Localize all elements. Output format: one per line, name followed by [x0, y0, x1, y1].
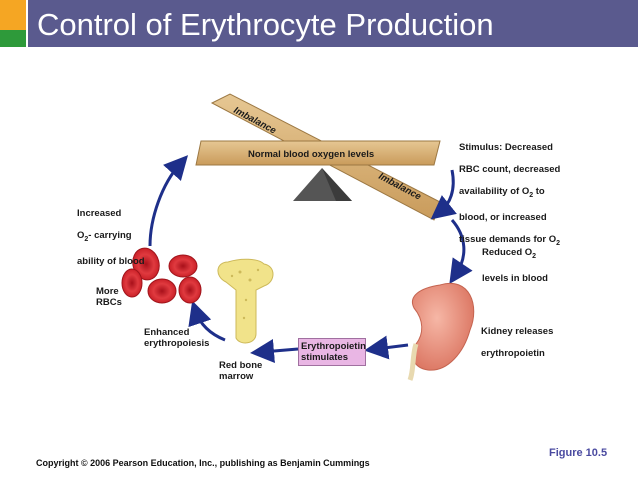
arrow-marrow-to-rbcs-icon — [188, 300, 226, 342]
bone-icon — [217, 258, 274, 344]
erythropoietin-stimulates-label: Erythropoietin stimulates — [301, 341, 366, 363]
accent-divider — [26, 0, 28, 47]
stimulus-line-5: tissue demands for O — [459, 233, 557, 245]
stimulus-line-4: blood, or increased — [459, 211, 547, 223]
kidney-line-1: Kidney releases — [481, 326, 554, 337]
kidney-line-2: erythropoietin — [481, 348, 545, 359]
more-rbcs-label: More RBCs — [96, 286, 122, 308]
increased-line-3: ability of blood — [77, 255, 145, 267]
erythropoietin-stimulates-box — [298, 338, 366, 366]
stimulus-line-5-sub: 2 — [556, 239, 561, 247]
kidney-label: Kidney releases erythropoietin — [481, 315, 553, 359]
copyright-text: Copyright © 2006 Pearson Education, Inc.… — [36, 458, 370, 468]
reduced-line-2: levels in blood — [482, 272, 548, 284]
accent-orange-block — [0, 0, 26, 30]
reduced-o2-label: Reduced O2 levels in blood — [482, 236, 548, 284]
title-bar — [0, 0, 638, 47]
increased-line-1: Increased — [77, 208, 122, 219]
increased-line-2: O — [77, 230, 85, 241]
increased-line-2-post: - carrying — [88, 230, 132, 241]
increased-o2-label: Increased O2- carrying ability of blood — [77, 197, 145, 267]
arrow-stimulus-icon — [430, 169, 457, 220]
stimulus-line-3-post: to — [533, 186, 545, 197]
accent-green-block — [0, 30, 26, 47]
stimulus-line-3-sub: 2 — [529, 191, 534, 199]
red-bone-marrow-label: Red bone marrow — [219, 360, 263, 382]
arrow-rbcs-to-beam-icon — [148, 155, 189, 247]
enhanced-erythropoiesis-label: Enhanced erythropoiesis — [144, 327, 210, 349]
kidney-icon — [407, 282, 475, 381]
increased-line-2-sub: 2 — [84, 235, 89, 243]
arrow-epo-to-marrow-icon — [250, 339, 299, 363]
seesaw-fulcrum-icon — [293, 168, 352, 201]
reduced-line-1-sub: 2 — [532, 252, 537, 260]
beam-label: Normal blood oxygen levels — [248, 149, 374, 160]
arrow-reduced-o2-icon — [449, 219, 473, 284]
red-blood-cells-icon — [121, 247, 202, 304]
arrow-kidney-to-epo-icon — [364, 335, 409, 360]
reduced-line-1: Reduced O — [482, 247, 533, 258]
stimulus-line-1: Stimulus: Decreased — [459, 142, 553, 153]
figure-number: Figure 10.5 — [549, 447, 608, 459]
stimulus-label: Stimulus: Decreased RBC count, decreased… — [459, 131, 560, 249]
cycle-arrows — [148, 155, 473, 363]
stimulus-line-3: availability of O — [459, 186, 530, 197]
normal-level-beam-icon — [195, 140, 441, 166]
slide-title: Control of Erythrocyte Production — [37, 7, 494, 42]
stimulus-line-2: RBC count, decreased — [459, 164, 561, 175]
